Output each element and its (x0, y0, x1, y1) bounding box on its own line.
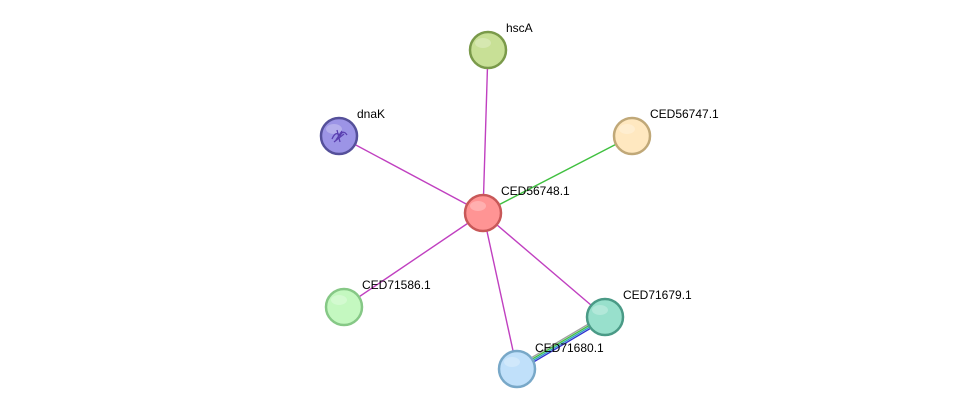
edge-line (482, 49, 489, 214)
node-CED56747.1[interactable] (612, 116, 652, 156)
node-bubble[interactable] (463, 193, 503, 233)
edge-line (338, 135, 484, 214)
node-label-CED71680.1: CED71680.1 (535, 341, 604, 355)
node-label-hscA: hscA (506, 21, 533, 35)
node-label-CED71679.1: CED71679.1 (623, 288, 692, 302)
edge-line (482, 135, 633, 214)
edge-CED56748.1-CED71680.1[interactable] (482, 212, 518, 370)
edge-line (343, 212, 484, 308)
edge-CED56748.1-dnaK[interactable] (338, 135, 484, 214)
edge-CED56748.1-CED56747.1[interactable] (482, 135, 633, 214)
node-CED71586.1[interactable] (324, 287, 364, 327)
node-label-CED56747.1: CED56747.1 (650, 107, 719, 121)
edge-line (482, 212, 518, 370)
node-layer (319, 30, 652, 389)
label-layer: CED56748.1 hscA dnaK CED56747.1CED71586.1CE… (357, 21, 719, 355)
node-label-dnaK: dnaK (357, 107, 385, 121)
edge-CED56748.1-hscA[interactable] (482, 49, 489, 214)
node-bubble[interactable] (468, 30, 508, 70)
edge-CED56748.1-CED71679.1[interactable] (482, 212, 606, 318)
node-highlight (331, 295, 347, 305)
node-label-CED71586.1: CED71586.1 (362, 278, 431, 292)
node-label-CED56748.1: CED56748.1 (501, 184, 570, 198)
node-hscA[interactable] (468, 30, 508, 70)
node-CED71679.1[interactable] (585, 297, 625, 337)
protein-structure-icon (331, 129, 348, 143)
node-CED56748.1[interactable] (463, 193, 503, 233)
node-bubble[interactable] (324, 287, 364, 327)
node-dnaK[interactable] (319, 116, 359, 156)
node-highlight (475, 38, 491, 48)
node-highlight (326, 124, 342, 134)
edge-line (482, 212, 606, 318)
node-highlight (470, 201, 486, 211)
node-highlight (504, 357, 520, 367)
node-bubble[interactable] (585, 297, 625, 337)
node-bubble[interactable] (612, 116, 652, 156)
node-bubble[interactable] (497, 349, 537, 389)
node-highlight (592, 305, 608, 315)
node-CED71680.1[interactable] (497, 349, 537, 389)
edge-CED56748.1-CED71586.1[interactable] (343, 212, 484, 308)
node-highlight (619, 124, 635, 134)
